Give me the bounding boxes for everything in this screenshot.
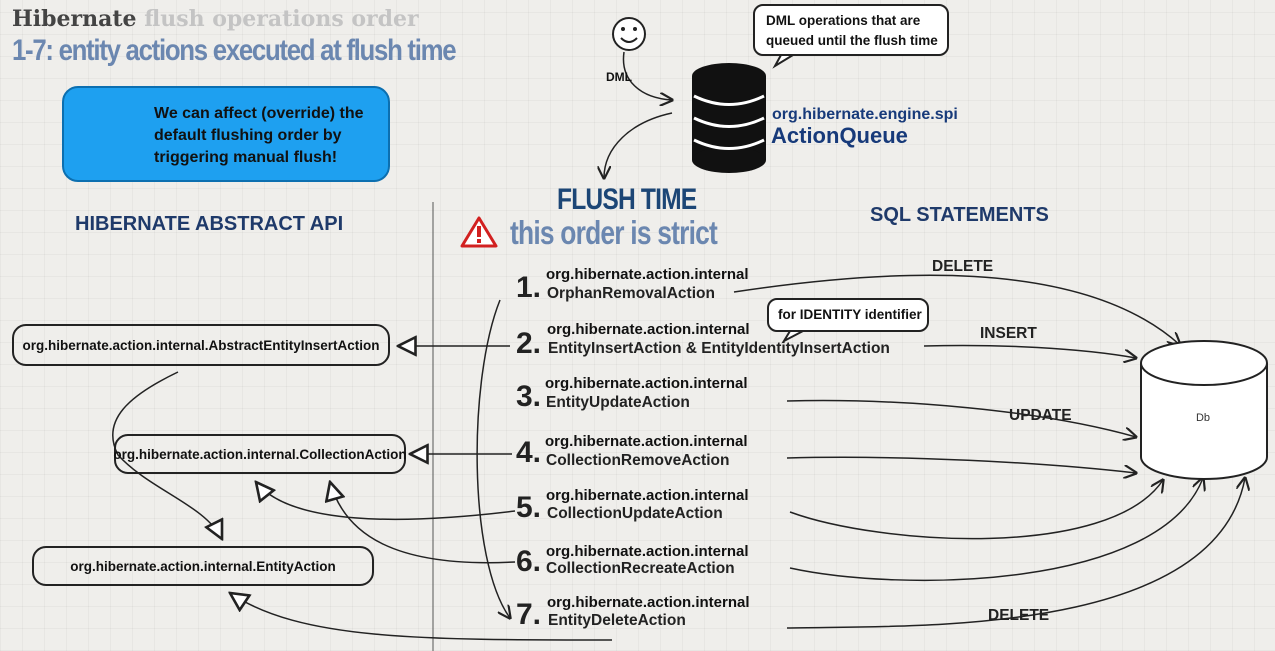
abstract-entity-insert-action-box: org.hibernate.action.internal.AbstractEn… bbox=[12, 324, 390, 366]
action-number-6: 6. bbox=[516, 545, 542, 578]
action-name-1: OrphanRemovalAction bbox=[547, 285, 715, 302]
strict-order-heading: this order is strict bbox=[510, 214, 718, 251]
action-number-2: 2. bbox=[516, 327, 542, 360]
hibernate-api-heading: HIBERNATE ABSTRACT API bbox=[75, 213, 344, 235]
action-number-3: 3. bbox=[516, 380, 542, 413]
page-title: Hibernate flush operations order bbox=[12, 6, 419, 32]
action-package-5: org.hibernate.action.internal bbox=[546, 487, 749, 504]
action-package-6: org.hibernate.action.internal bbox=[546, 543, 749, 560]
manual-flush-tip bbox=[62, 86, 390, 182]
collection-recreate-sql-arrow bbox=[789, 478, 1203, 582]
entity-action-box: org.hibernate.action.internal.EntityActi… bbox=[32, 546, 374, 586]
sql-insert-label: INSERT bbox=[980, 325, 1037, 342]
db-cylinder-icon bbox=[1140, 340, 1268, 480]
manual-flush-tip-text: We can affect (override) the default flu… bbox=[154, 105, 364, 166]
action-number-1: 1. bbox=[516, 271, 542, 304]
queue-to-flush-arrow bbox=[604, 112, 673, 178]
sql-update-label: UPDATE bbox=[1009, 407, 1072, 424]
user-smiley-icon bbox=[612, 17, 646, 51]
page-subtitle: 1-7: entity actions executed at flush ti… bbox=[12, 34, 457, 67]
collection-remove-sql-arrow bbox=[786, 456, 1136, 473]
queue-speech-bubble: DML operations that are queued until the… bbox=[753, 4, 949, 56]
identity-note-bubble: for IDENTITY identifier bbox=[767, 298, 929, 332]
update-sql-arrow bbox=[786, 399, 1136, 437]
collection-update-sql-arrow bbox=[789, 480, 1163, 540]
collection-action-box: org.hibernate.action.internal.Collection… bbox=[113, 434, 407, 474]
action-number-5: 5. bbox=[516, 491, 542, 524]
action-package-7: org.hibernate.action.internal bbox=[547, 594, 750, 611]
action-package-2: org.hibernate.action.internal bbox=[547, 321, 750, 338]
sql-delete-label-top: DELETE bbox=[932, 258, 994, 275]
action-package-4: org.hibernate.action.internal bbox=[545, 433, 748, 450]
action-name-4: CollectionRemoveAction bbox=[546, 452, 730, 469]
action-name-2: EntityInsertAction & EntityIdentityInser… bbox=[548, 340, 890, 357]
action-package-3: org.hibernate.action.internal bbox=[545, 375, 748, 392]
action-queue-package: org.hibernate.engine.spi bbox=[772, 106, 958, 123]
orphan-delete-sql-arrow bbox=[733, 274, 1180, 345]
action-queue-database-icon bbox=[692, 63, 766, 173]
action-number-7: 7. bbox=[516, 598, 542, 631]
action-name-7: EntityDeleteAction bbox=[548, 612, 686, 629]
dml-arrow bbox=[622, 51, 672, 100]
insert-sql-arrow bbox=[923, 344, 1136, 359]
flush-time-heading: FLUSH TIME bbox=[557, 183, 697, 216]
sql-delete-label-bottom: DELETE bbox=[988, 607, 1050, 624]
order-sequence-arrow bbox=[476, 299, 510, 618]
action-name-6: CollectionRecreateAction bbox=[546, 560, 735, 577]
sql-statements-heading: SQL STATEMENTS bbox=[870, 204, 1049, 226]
collection-update-to-collection-arrow bbox=[256, 482, 516, 521]
entity-delete-sql-arrow bbox=[786, 478, 1245, 629]
abstract-to-entity-arrow bbox=[112, 371, 222, 539]
delete-to-entity-arrow bbox=[230, 593, 613, 641]
dml-label: DML bbox=[606, 70, 632, 84]
collection-recreate-to-collection-arrow bbox=[330, 482, 516, 564]
warning-icon bbox=[460, 216, 498, 248]
action-queue-name: ActionQueue bbox=[771, 123, 908, 148]
action-package-1: org.hibernate.action.internal bbox=[546, 266, 749, 283]
action-number-4: 4. bbox=[516, 436, 542, 469]
action-name-3: EntityUpdateAction bbox=[546, 394, 690, 411]
action-name-5: CollectionUpdateAction bbox=[547, 505, 723, 522]
database-label: Db bbox=[1195, 412, 1211, 424]
